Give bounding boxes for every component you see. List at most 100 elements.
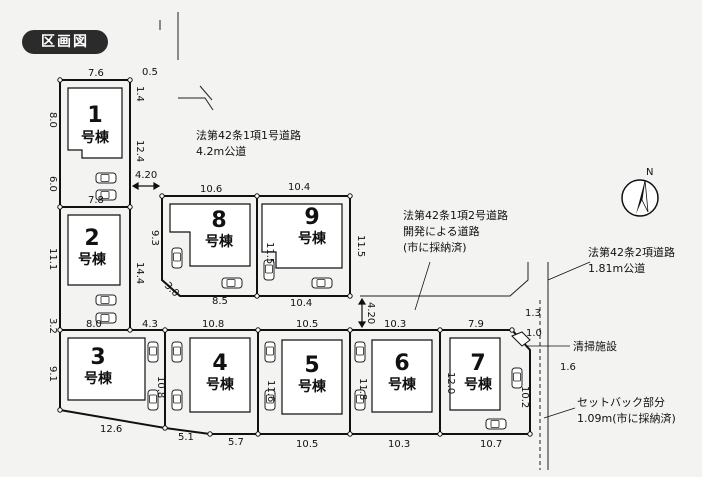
dimension-label: 1.0 [526, 328, 542, 339]
dimension-label: 8.0 [47, 112, 58, 128]
dimension-label: 4.20 [365, 302, 376, 324]
road-2-desc: 開発による道路 [403, 224, 480, 238]
dimension-label: 11.5 [264, 242, 275, 264]
building-1 [67, 87, 123, 159]
dimension-label: 1.4 [134, 86, 145, 102]
lot-label: 号棟 [206, 376, 235, 393]
cleaning-facility [511, 331, 531, 347]
road-1-label: 法第42条1項1号道路 [196, 128, 301, 142]
lot-number: 3 [90, 345, 105, 370]
road-1-width: 4.2m公道 [196, 144, 246, 158]
road-boundaries [159, 12, 549, 470]
lot-label: 号棟 [84, 370, 113, 387]
dimension-label: 11.6 [265, 380, 276, 402]
lot-number: 8 [211, 208, 226, 233]
dimension-label: 9.3 [149, 230, 160, 246]
dimension-label: 4.3 [142, 319, 158, 330]
dimension-label: 12.0 [445, 372, 456, 394]
car-icon [354, 341, 366, 363]
page-title: 区画図 [22, 30, 108, 54]
lot-label: 号棟 [78, 251, 107, 268]
dimension-label: 8.5 [212, 296, 228, 307]
dimension-label: 8.0 [86, 319, 102, 330]
dimension-label: 7.8 [88, 195, 104, 206]
road-2-note: (市に採納済) [403, 240, 467, 254]
car-icon [264, 341, 276, 363]
lot-number: 1 [87, 103, 102, 128]
dimension-label: 7.9 [468, 319, 484, 330]
lot-number: 7 [470, 351, 485, 376]
cleaning-facility-label: 清掃施設 [573, 339, 617, 353]
dimension-label: 1.3 [525, 308, 541, 319]
car-icon [95, 294, 117, 306]
dimension-label: 10.7 [480, 439, 502, 450]
car-icon [171, 341, 183, 363]
building-footprints [67, 87, 501, 415]
car-icon [221, 277, 243, 289]
car-icon [147, 341, 159, 363]
building-3 [67, 337, 146, 401]
lot-label: 号棟 [298, 230, 327, 247]
dimension-label: 9.1 [47, 366, 58, 382]
dimension-label: 10.6 [200, 184, 222, 195]
dimension-label: 10.5 [296, 319, 318, 330]
dimension-label: 10.3 [384, 319, 406, 330]
survey-points [57, 77, 533, 437]
dimension-label: 10.3 [388, 439, 410, 450]
lot-label: 号棟 [81, 129, 110, 146]
lot-label: 号棟 [388, 376, 417, 393]
building-4 [189, 337, 251, 413]
lot-number: 9 [304, 205, 319, 230]
leader-lines [414, 261, 591, 419]
dimension-label: 4.20 [135, 170, 157, 181]
compass-north-label: N [646, 167, 653, 178]
dimension-label: 11.1 [47, 248, 58, 270]
dimension-label: 10.4 [288, 182, 310, 193]
width-arrows [131, 181, 367, 329]
lot-label: 号棟 [298, 378, 327, 395]
dimension-label: 10.8 [202, 319, 224, 330]
lot-4-outline [164, 329, 259, 435]
dimension-label: 10.5 [296, 439, 318, 450]
building-7 [449, 337, 501, 411]
dimension-label: 10.2 [519, 386, 530, 408]
lot-number: 2 [84, 226, 99, 251]
road-3-width: 1.81m公道 [588, 261, 645, 275]
dimension-label: 10.4 [290, 298, 312, 309]
building-2 [67, 214, 121, 286]
dimension-label: 0.5 [142, 67, 158, 78]
dimension-label: 5.7 [228, 437, 244, 448]
lot-label: 号棟 [464, 376, 493, 393]
dimension-label: 3.2 [47, 318, 58, 334]
road-2-label: 法第42条1項2号道路 [403, 208, 508, 222]
car-icon [171, 247, 183, 269]
building-8 [169, 203, 251, 267]
car-icon [311, 277, 333, 289]
dimension-label: 1.6 [560, 362, 576, 373]
setback-width: 1.09m(市に採納済) [577, 411, 676, 425]
setback-label: セットバック部分 [577, 395, 665, 409]
car-icon [95, 172, 117, 184]
dimension-label: 12.4 [134, 140, 145, 162]
building-6 [371, 339, 433, 413]
lot-number: 5 [304, 353, 319, 378]
building-5 [281, 339, 343, 415]
dimension-label: 5.1 [178, 432, 194, 443]
dimension-label: 14.4 [134, 262, 145, 284]
lot-label: 号棟 [205, 233, 234, 250]
road-3-label: 法第42条2項道路 [588, 245, 675, 259]
car-icon [485, 418, 507, 430]
lot-number: 6 [394, 351, 409, 376]
building-9 [261, 203, 343, 269]
dimension-label: 12.6 [100, 424, 122, 435]
dimension-label: 11.5 [355, 235, 366, 257]
compass-icon: N [621, 167, 659, 217]
lot-8-outline [161, 195, 258, 297]
lot-number: 4 [212, 351, 227, 376]
lot-7-outline [439, 329, 531, 435]
dimension-label: 6.0 [47, 176, 58, 192]
dimension-label: 10.8 [155, 376, 166, 398]
car-icon [171, 389, 183, 411]
car-icon [511, 367, 523, 389]
